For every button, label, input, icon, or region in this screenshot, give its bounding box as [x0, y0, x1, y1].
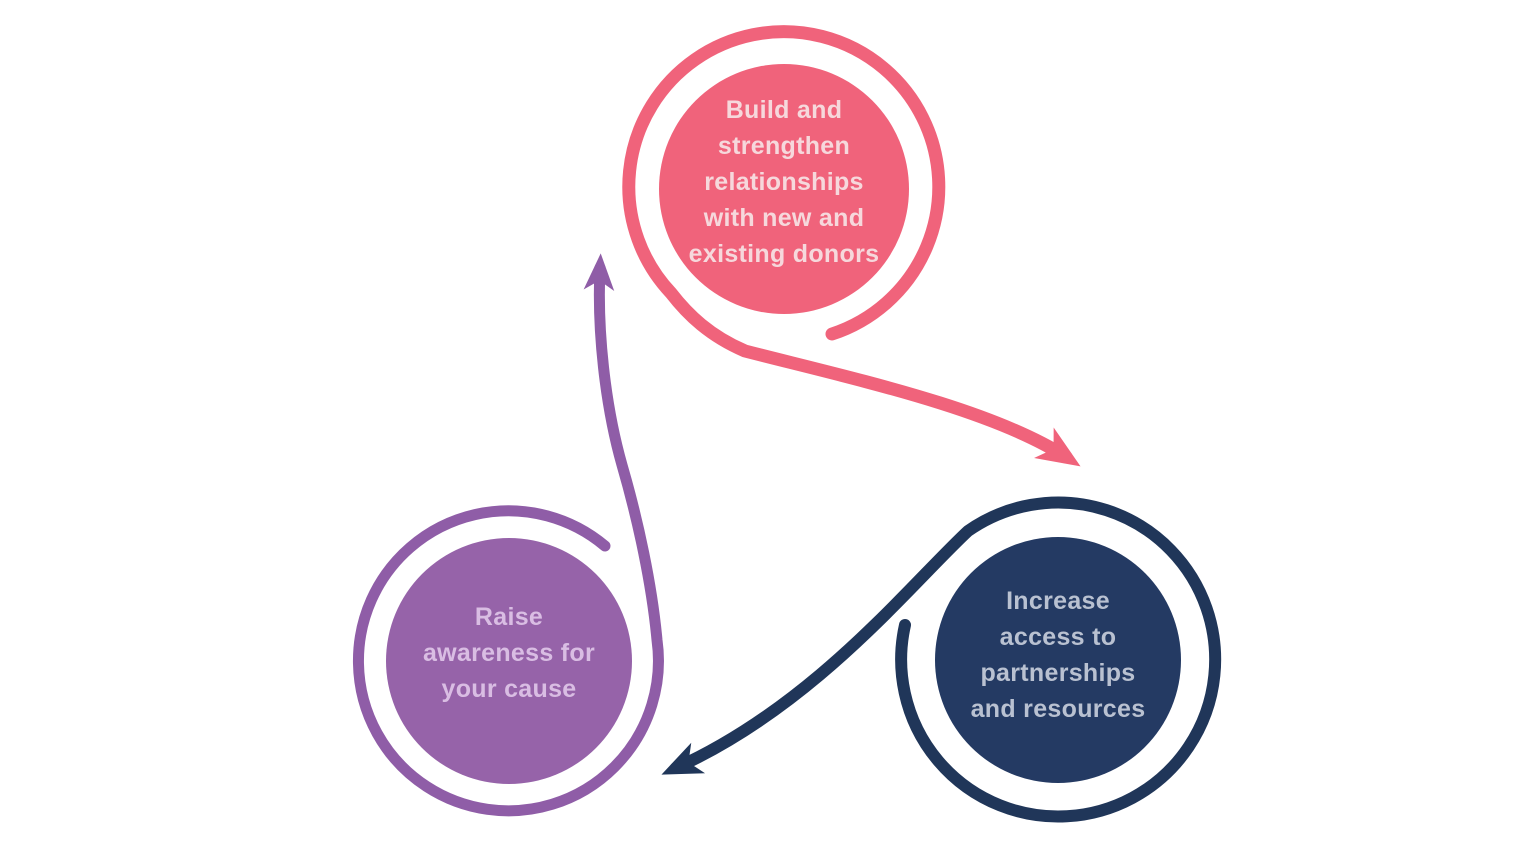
- spiral-arrow-increase-to-raise: [661, 496, 1222, 823]
- node-build-relationships: [622, 25, 1081, 467]
- spiral-arrow-raise-to-build: [353, 253, 664, 817]
- circle-raise-awareness: [386, 538, 632, 784]
- node-increase-access: [661, 496, 1222, 823]
- circle-increase-access: [935, 537, 1181, 783]
- circle-build-relationships: [659, 64, 909, 314]
- node-raise-awareness: [353, 253, 664, 817]
- spiral-arrow-build-to-increase: [622, 25, 1081, 467]
